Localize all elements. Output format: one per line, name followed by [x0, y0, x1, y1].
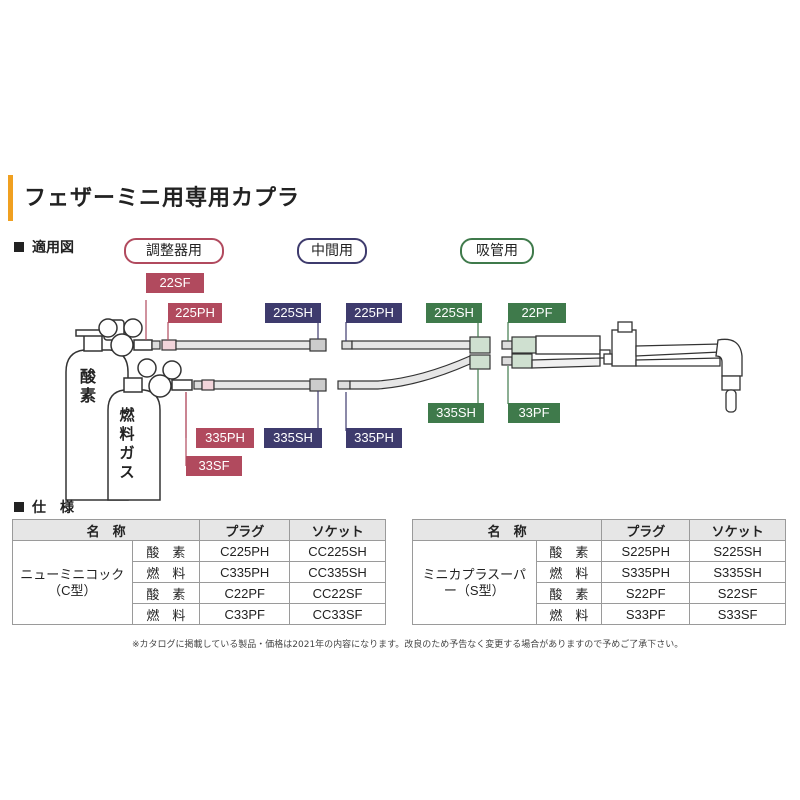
section-spec: 仕 様	[14, 497, 74, 517]
gas-type: 酸 素	[535, 582, 603, 604]
tag-225SH-suction: 225SH	[426, 303, 482, 323]
fuel-hose	[193, 353, 533, 392]
table-row: 酸 素 C22PF CC22SF	[13, 582, 386, 604]
plug-code: S225PH	[601, 540, 691, 562]
socket-code: S225SH	[689, 540, 786, 562]
product-name: ミニカプラスーパー（S型）	[412, 540, 537, 625]
plug-code: S33PF	[601, 603, 691, 625]
gas-type: 酸 素	[535, 540, 603, 562]
header-name: 名 称	[11, 519, 201, 541]
spec-table-c-type: 名 称 プラグ ソケット ニューミニコック（C型） 酸 素 C225PH CC2…	[11, 519, 386, 625]
plug-code: C335PH	[199, 561, 291, 583]
gas-type: 燃 料	[131, 603, 201, 625]
table-row: 酸 素 S22PF S22SF	[413, 582, 786, 604]
socket-code: S33SF	[689, 603, 786, 625]
table-row: ニューミニコック（C型） 酸 素 C225PH CC225SH	[12, 540, 386, 625]
tag-22PF: 22PF	[508, 303, 566, 323]
gas-type: 酸 素	[131, 540, 201, 562]
header-plug: プラグ	[199, 519, 291, 541]
section-applicability: 適用図	[14, 237, 74, 257]
category-regulator: 調整器用	[124, 238, 224, 264]
gas-type: 燃 料	[535, 603, 603, 625]
tag-335SH-intermediate: 335SH	[264, 428, 322, 448]
socket-code: S335SH	[689, 561, 786, 583]
leader-lines-suction	[477, 322, 509, 404]
socket-code: CC33SF	[289, 603, 386, 625]
product-name: ニューミニコック（C型）	[12, 540, 133, 625]
footnote: ※カタログに掲載している製品・価格は2021年の内容になります。改良のため予告な…	[132, 640, 684, 650]
gas-type: 酸 素	[131, 582, 201, 604]
oxygen-regulator	[98, 318, 153, 357]
header-name: 名 称	[411, 519, 603, 541]
table-row: 燃 料 C33PF CC33SF	[13, 603, 386, 625]
fuel-tank-label: 燃料ガス	[119, 406, 135, 481]
plug-code: S22PF	[601, 582, 691, 604]
gas-type: 燃 料	[535, 561, 603, 583]
plug-code: C33PF	[199, 603, 291, 625]
tag-225PH-intermediate: 225PH	[346, 303, 402, 323]
socket-code: S22SF	[689, 582, 786, 604]
tag-335PH-intermediate: 335PH	[346, 428, 402, 448]
table-row: 燃 料 S33PF S33SF	[413, 603, 786, 625]
tag-225PH-regulator: 225PH	[168, 303, 222, 323]
fuel-regulator	[137, 358, 193, 398]
oxygen-hose	[151, 336, 537, 354]
spec-table-s-type: 名 称 プラグ ソケット ミニカプラスーパー（S型） 酸 素 S225PH S2…	[411, 519, 786, 625]
square-bullet-icon	[14, 502, 24, 512]
table-row: ミニカプラスーパー（S型） 酸 素 S225PH S225SH	[412, 540, 786, 625]
tag-335PH-regulator: 335PH	[196, 428, 254, 448]
square-bullet-icon	[14, 242, 24, 252]
gas-type: 燃 料	[131, 561, 201, 583]
category-suction: 吸管用	[460, 238, 534, 264]
tag-225SH-intermediate: 225SH	[265, 303, 321, 323]
tag-22SF: 22SF	[146, 273, 204, 293]
header-socket: ソケット	[689, 519, 786, 541]
plug-code: C22PF	[199, 582, 291, 604]
tag-335SH-suction: 335SH	[428, 403, 484, 423]
leader-lines-intermediate	[317, 322, 347, 431]
category-intermediate: 中間用	[297, 238, 367, 264]
tag-33PF: 33PF	[508, 403, 560, 423]
section-spec-label: 仕 様	[32, 500, 74, 516]
plug-code: C225PH	[199, 540, 291, 562]
header-plug: プラグ	[601, 519, 691, 541]
section-applicability-label: 適用図	[32, 240, 74, 256]
oxygen-tank-label: 酸素	[79, 367, 96, 405]
leader-lines-regulator	[145, 300, 187, 466]
socket-code: CC22SF	[289, 582, 386, 604]
torch	[531, 321, 743, 413]
table-row: 燃 料 C335PH CC335SH	[13, 561, 386, 583]
title-accent-bar	[8, 175, 13, 221]
page-title: フェザーミニ用専用カプラ	[24, 186, 301, 211]
fuel-tank	[107, 377, 161, 501]
plug-code: S335PH	[601, 561, 691, 583]
header-socket: ソケット	[289, 519, 386, 541]
socket-code: CC335SH	[289, 561, 386, 583]
tag-33SF: 33SF	[186, 456, 242, 476]
socket-code: CC225SH	[289, 540, 386, 562]
